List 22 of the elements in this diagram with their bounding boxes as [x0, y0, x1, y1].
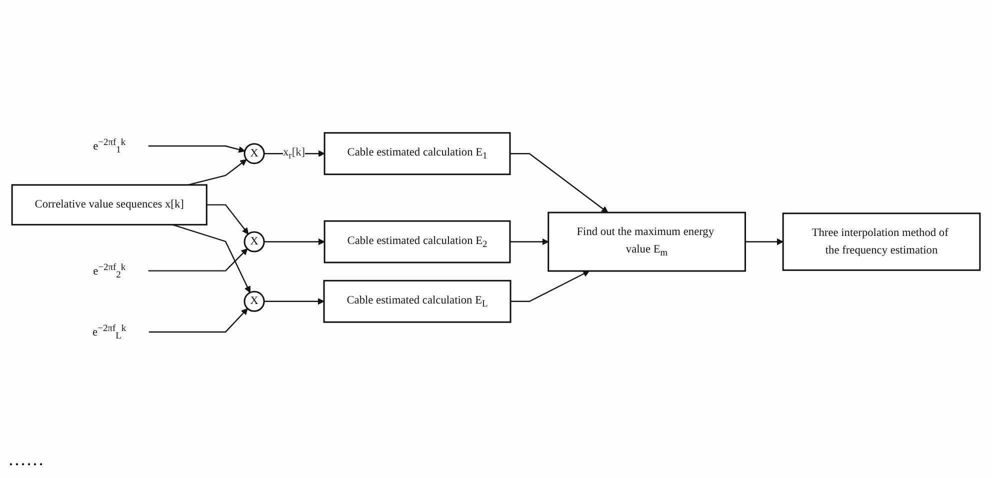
arrow	[206, 204, 249, 234]
node-box: Three interpolation method of the frequency estimation	[782, 212, 981, 271]
arrow	[264, 238, 325, 246]
node-box: Correlative value sequences x[k]	[11, 184, 208, 226]
node-circle: X	[244, 231, 265, 252]
node-box: Find out the maximum energy value E$_{m}$	[548, 212, 746, 272]
arrow	[745, 238, 784, 246]
arrow	[148, 308, 248, 333]
node-box: Cable estimated calculation E$_{1}$	[324, 132, 511, 176]
node-box: Cable estimated calculation E$_{L}$	[323, 280, 512, 323]
node-box: Cable estimated calculation E$_{2}$	[324, 220, 511, 264]
node-circle: X	[244, 290, 265, 312]
arrow	[172, 224, 250, 293]
arrow	[510, 238, 549, 246]
edge-label: x$_{r}$[k]	[282, 146, 306, 161]
arrow	[510, 153, 608, 213]
node-circle: X	[244, 143, 265, 164]
arrow	[148, 248, 248, 272]
arrow	[148, 145, 246, 153]
ellipsis-note: ……	[8, 449, 44, 469]
arrow	[264, 298, 324, 305]
arrow	[510, 270, 590, 302]
